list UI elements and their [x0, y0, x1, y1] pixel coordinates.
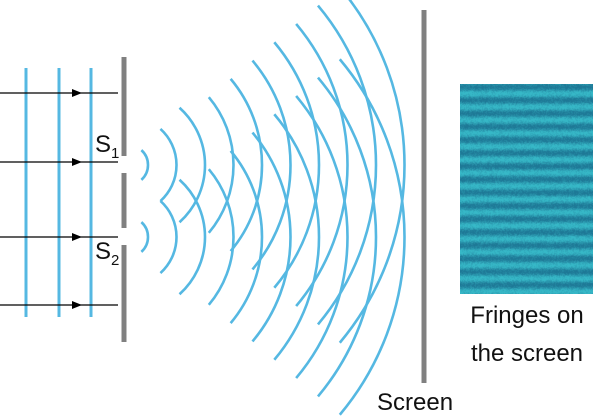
- wavefront-arc-slit2: [251, 131, 292, 343]
- fringe-pattern-image: [460, 84, 593, 294]
- ray-arrowhead: [72, 158, 82, 166]
- fringes-caption-line2: the screen: [470, 340, 584, 367]
- wavefront-arc-slit2: [229, 150, 264, 324]
- fringes-caption-line1: Fringes on: [470, 302, 584, 329]
- plane-wavefronts: [24, 68, 93, 317]
- wavefront-arc-slit2: [273, 113, 321, 361]
- wavefront-arc-slit2: [140, 221, 150, 253]
- incident-rays: [0, 89, 118, 309]
- wavefront-arc-slit2: [295, 95, 349, 379]
- wavefront-arc-slit2: [316, 76, 378, 398]
- wavefront-arc-slit1: [273, 41, 321, 289]
- ray-arrowhead: [72, 89, 82, 97]
- wavefront-arc-slit1: [338, 0, 406, 344]
- wavefront-arc-slit1: [295, 23, 349, 307]
- wavefront-arc-slit2: [178, 178, 207, 296]
- slit1-label: S1: [95, 131, 120, 162]
- screen-label: Screen: [377, 389, 454, 416]
- wavefront-arc-slit1: [178, 106, 207, 224]
- wavefront-arc-slit1: [229, 78, 264, 252]
- wavefront-arc-slit1: [159, 127, 178, 203]
- wavefront-arc-slit2: [207, 168, 235, 306]
- wavefront-arc-slit2: [338, 58, 406, 416]
- slit2-label: S2: [95, 238, 120, 269]
- wavefront-arc-slit1: [207, 96, 235, 234]
- wavefront-arc-slit1: [251, 59, 292, 271]
- ray-arrowhead: [72, 301, 82, 309]
- wavefront-arc-slit1: [140, 149, 150, 181]
- wavefront-arc-slit2: [159, 199, 178, 275]
- wavefront-arc-slit1: [316, 4, 378, 326]
- ray-arrowhead: [72, 233, 82, 241]
- circular-wavefronts: [140, 0, 406, 416]
